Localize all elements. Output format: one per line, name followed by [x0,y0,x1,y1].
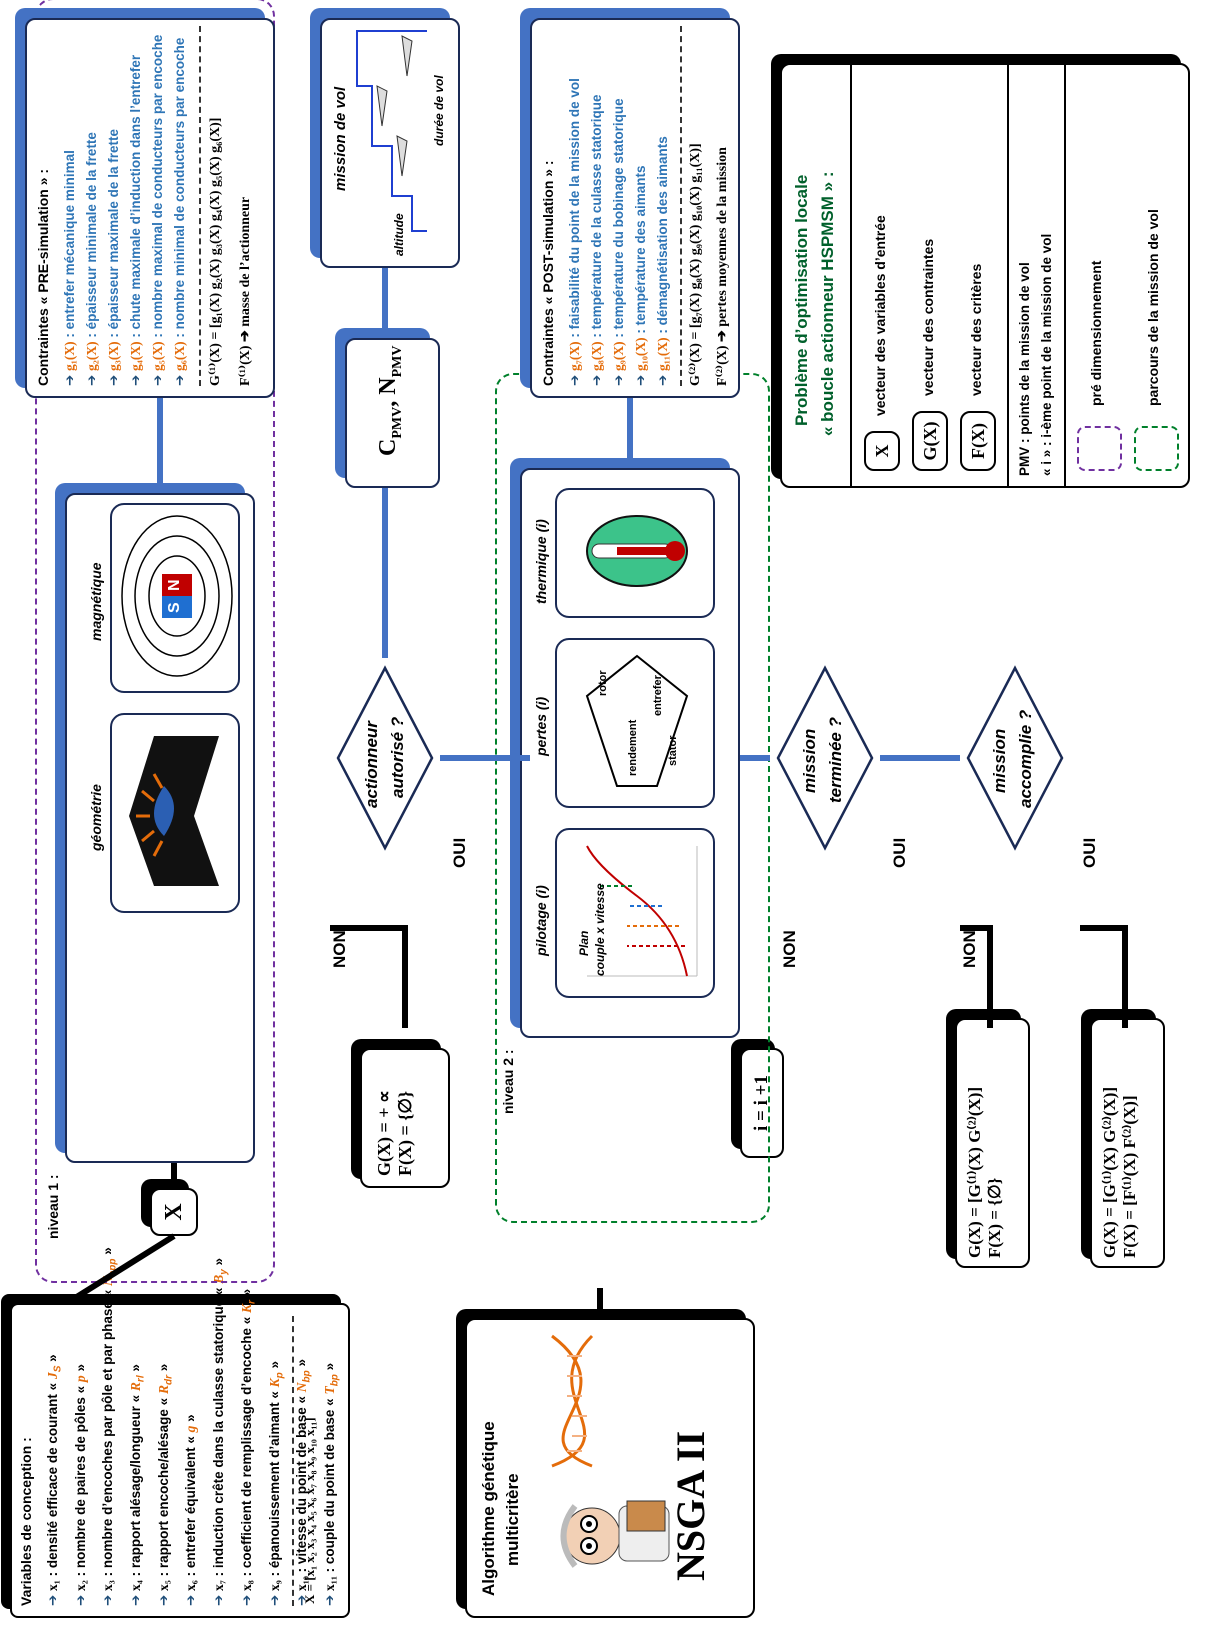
flight-profile-icon [356,30,427,232]
thermique-panel: thermique (i) [533,488,715,618]
thermometer-icon [586,515,688,587]
decision-autorise [336,665,434,851]
geometrie-panel: géométrie [88,713,240,913]
losses-arrow-icon [585,654,689,787]
torque-speed-plot-icon [586,845,698,977]
decision-terminee [776,665,874,851]
professor-icon [560,1500,670,1568]
pilotage-panel: pilotage (i) Plan couple x vitesse [533,828,715,998]
dna-helix-icon [551,1334,594,1468]
nsga-panel: Algorithme génétique multicritère NSGA I… [465,1318,755,1618]
decision-accomplie [966,665,1064,851]
motor-geometry-icon [129,736,219,886]
magnet-field-icon [121,515,233,677]
pertes-panel: pertes (i) rendement stator entrefer rot… [533,638,715,808]
magnetique-panel: magnétique S N [88,503,240,693]
mission-panel: mission de vol durée de vol altitude [320,18,460,268]
